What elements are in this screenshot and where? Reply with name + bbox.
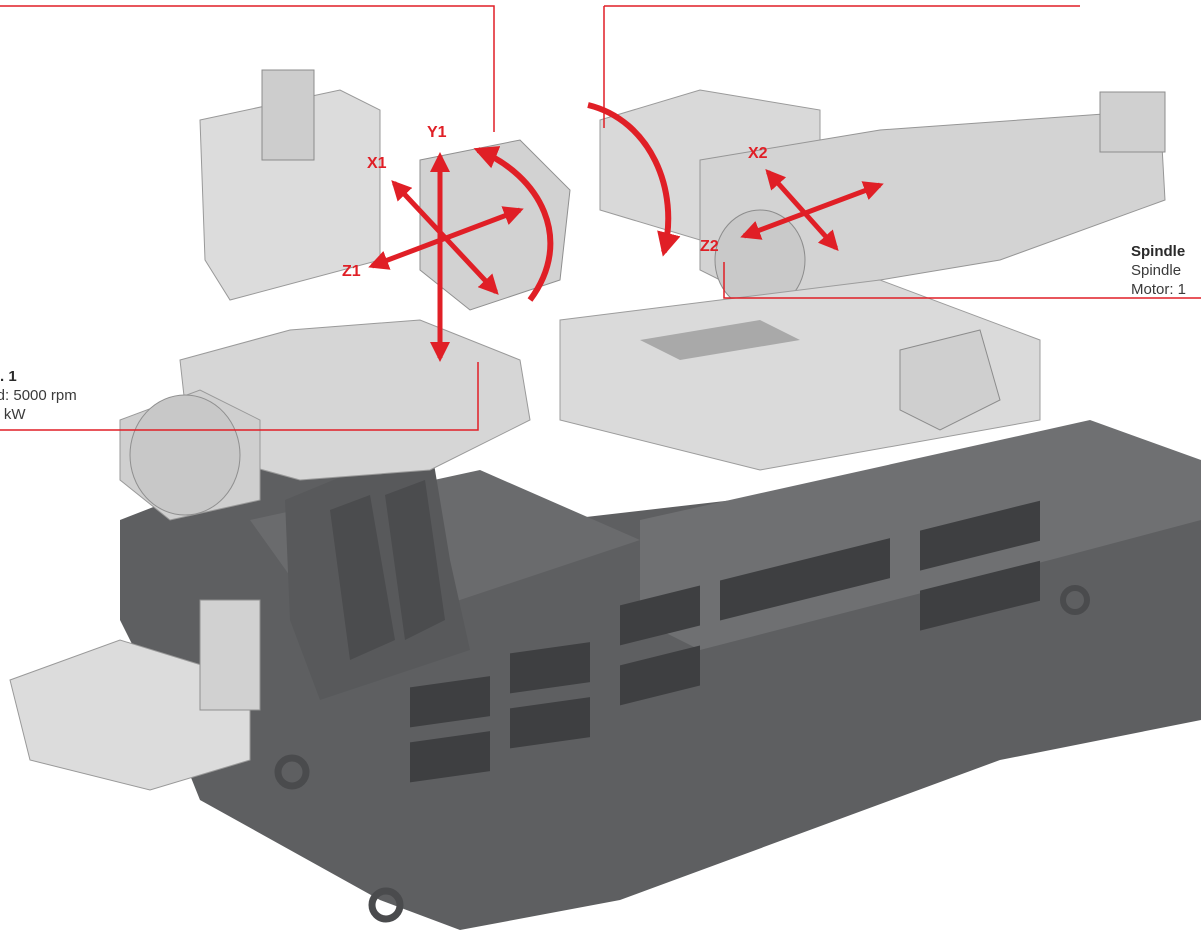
spindle-1-speed: eed: 5000 rpm bbox=[0, 387, 77, 404]
axis-labels: Y1 X1 Z1 X2 Z2 bbox=[342, 124, 768, 280]
machine-base bbox=[120, 420, 1201, 930]
x2-label: X2 bbox=[748, 145, 768, 162]
callout-leaders bbox=[0, 5, 1201, 431]
y1-label: Y1 bbox=[427, 124, 447, 141]
leader-spindle-1 bbox=[0, 362, 479, 431]
leader-spindle-2 bbox=[723, 262, 1201, 299]
spindle-1-motor: /11 kW bbox=[0, 406, 26, 423]
z2-axis-arrow bbox=[740, 181, 884, 240]
spindle-2-title: Spindle bbox=[1131, 243, 1186, 260]
column bbox=[285, 440, 470, 700]
z2-label: Z2 bbox=[700, 238, 719, 255]
x1-label: X1 bbox=[367, 155, 387, 172]
axes-group-1 bbox=[368, 146, 554, 362]
leader-top-left bbox=[0, 5, 495, 132]
rotation-arrow-2 bbox=[587, 102, 681, 257]
spindle-2-motor: Motor: 1 bbox=[1131, 281, 1187, 298]
spindle-2-speed: Spindle bbox=[1131, 262, 1182, 279]
z1-label: Z1 bbox=[342, 263, 361, 280]
spindle-1-callout: No. 1 eed: 5000 rpm /11 kW bbox=[0, 367, 140, 424]
z1-axis-arrow bbox=[368, 206, 524, 270]
rotation-arrow-1 bbox=[473, 146, 554, 302]
axes-group-2 bbox=[587, 102, 884, 257]
spindle-1-title: No. 1 bbox=[0, 368, 17, 385]
spindle-2-callout: Spindle Spindle Motor: 1 bbox=[1131, 242, 1201, 299]
